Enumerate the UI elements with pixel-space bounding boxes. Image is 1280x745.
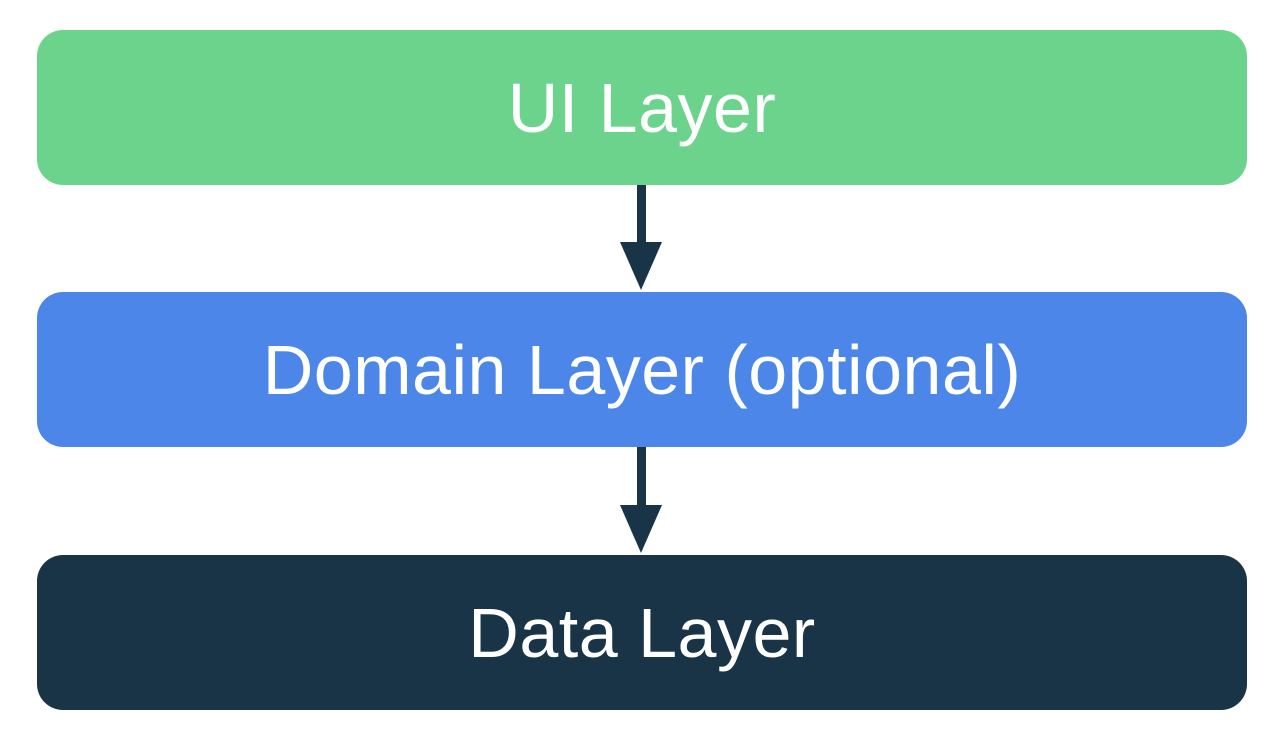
arrow-head: [620, 242, 662, 290]
arrow-stem: [636, 447, 646, 505]
arrow-head: [620, 505, 662, 553]
arrow-down-icon: [620, 447, 662, 553]
arrow-stem: [636, 185, 646, 242]
layer-box-ui: UI Layer: [37, 30, 1247, 185]
layer-box-data: Data Layer: [37, 555, 1247, 710]
layer-box-domain: Domain Layer (optional): [37, 292, 1247, 447]
layer-label-ui: UI Layer: [507, 68, 777, 147]
layer-label-data: Data Layer: [468, 593, 816, 672]
arrow-down-icon: [620, 185, 662, 290]
layer-label-domain: Domain Layer (optional): [262, 330, 1022, 409]
